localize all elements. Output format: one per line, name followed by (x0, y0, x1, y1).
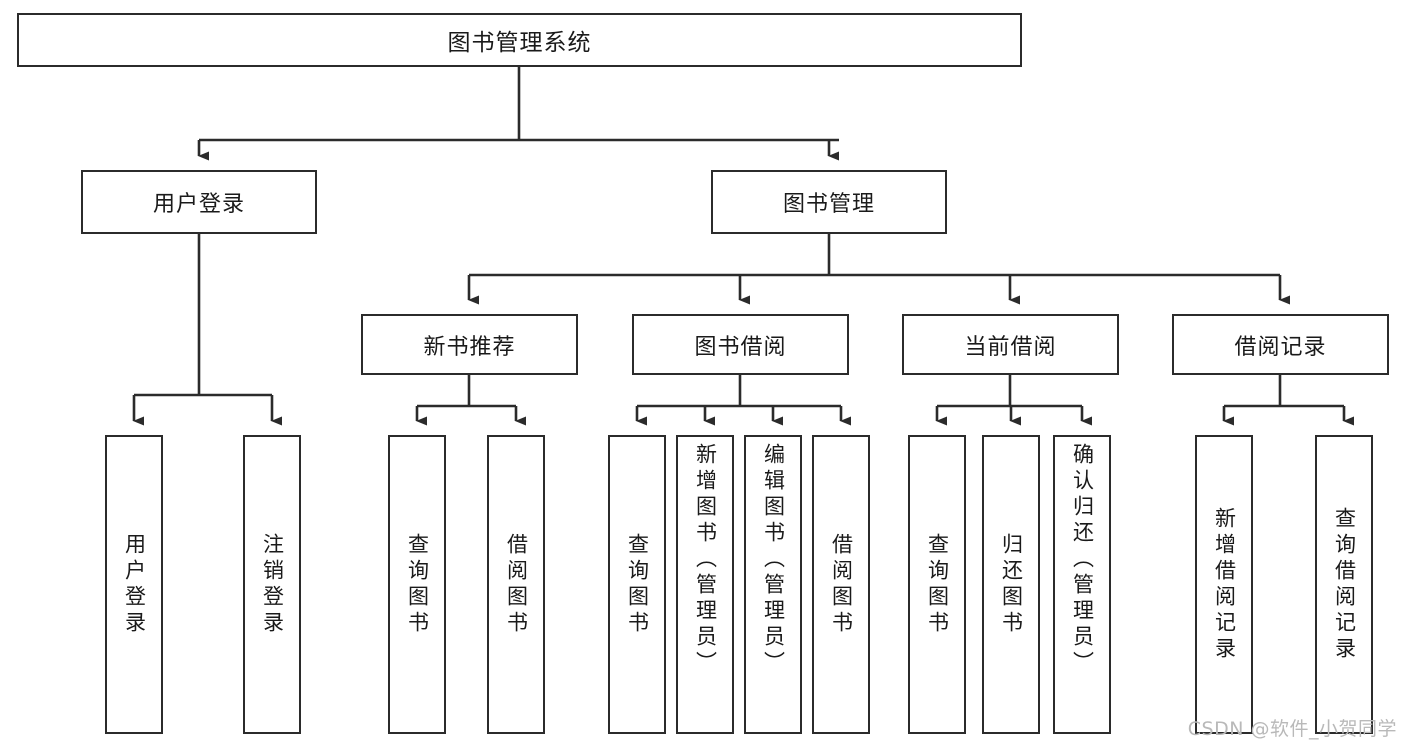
node-label: 图书管理 (782, 192, 875, 217)
node-label: 查询图书 (405, 532, 430, 637)
node-leaf-borrow-book-recommend[interactable]: 借阅图书 (487, 435, 545, 734)
node-borrow-record[interactable]: 借阅记录 (1172, 314, 1389, 375)
node-label: 新书推荐 (423, 334, 516, 360)
node-label: 图书借阅 (694, 334, 787, 360)
node-leaf-add-borrow-record[interactable]: 新增借阅记录 (1195, 435, 1253, 734)
edge-user-login-to-leaves (132, 234, 282, 426)
node-label: 用户登录 (152, 192, 245, 217)
edge-borrow-record-to-leaves (1222, 375, 1354, 426)
node-label: 查询图书 (925, 532, 950, 637)
node-leaf-logout[interactable]: 注销登录 (243, 435, 301, 734)
node-label: 当前借阅 (964, 334, 1057, 360)
node-label: 确认归还（管理员） (1070, 443, 1095, 677)
node-leaf-query-book-current[interactable]: 查询图书 (908, 435, 966, 734)
watermark-text: CSDN @软件_小贺同学 (1187, 718, 1397, 740)
node-label: 编辑图书（管理员） (761, 443, 786, 677)
node-new-book-recommend[interactable]: 新书推荐 (361, 314, 578, 375)
node-book-manage[interactable]: 图书管理 (711, 170, 947, 234)
edge-root-to-level2 (197, 67, 839, 161)
node-book-borrow[interactable]: 图书借阅 (632, 314, 849, 375)
node-leaf-add-book-admin[interactable]: 新增图书（管理员） (676, 435, 734, 734)
edge-book-borrow-to-leaves (635, 375, 851, 426)
node-leaf-borrow-book[interactable]: 借阅图书 (812, 435, 870, 734)
node-label: 用户登录 (122, 532, 147, 637)
node-leaf-query-borrow-record[interactable]: 查询借阅记录 (1315, 435, 1373, 734)
node-label: 新增借阅记录 (1212, 506, 1237, 663)
node-leaf-edit-book-admin[interactable]: 编辑图书（管理员） (744, 435, 802, 734)
node-leaf-confirm-return-admin[interactable]: 确认归还（管理员） (1053, 435, 1111, 734)
edge-new-book-rec-to-leaves (415, 375, 526, 426)
node-label: 图书管理系统 (447, 30, 592, 56)
node-leaf-query-book-recommend[interactable]: 查询图书 (388, 435, 446, 734)
node-label: 查询借阅记录 (1332, 506, 1357, 663)
node-label: 借阅图书 (504, 532, 529, 637)
node-label: 归还图书 (999, 532, 1024, 637)
node-label: 借阅图书 (829, 532, 854, 637)
node-label: 查询图书 (625, 532, 650, 637)
edge-current-borrow-to-leaves (935, 375, 1092, 426)
node-root-system[interactable]: 图书管理系统 (17, 13, 1022, 67)
node-leaf-user-login[interactable]: 用户登录 (105, 435, 163, 734)
node-label: 注销登录 (260, 532, 285, 637)
node-label: 新增图书（管理员） (693, 443, 718, 677)
node-leaf-return-book[interactable]: 归还图书 (982, 435, 1040, 734)
node-label: 借阅记录 (1234, 334, 1327, 360)
node-current-borrow[interactable]: 当前借阅 (902, 314, 1119, 375)
node-user-login[interactable]: 用户登录 (81, 170, 317, 234)
node-leaf-query-book-borrow[interactable]: 查询图书 (608, 435, 666, 734)
edge-book-manage-to-level3 (467, 234, 1290, 305)
